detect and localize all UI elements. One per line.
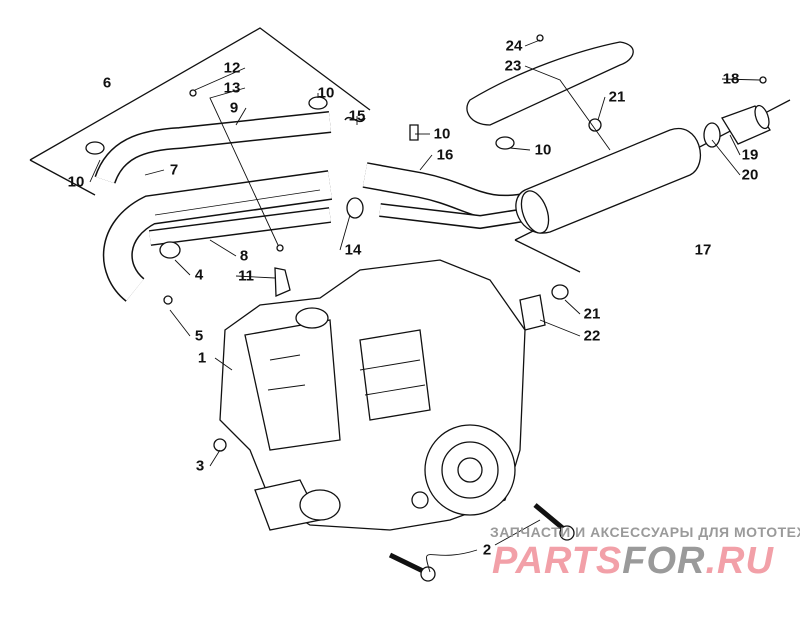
callout-10: 10: [534, 141, 552, 159]
small-hardware: [163, 34, 767, 305]
callout-10: 10: [67, 173, 85, 191]
callout-23: 23: [504, 57, 522, 75]
callout-18: 18: [722, 70, 740, 88]
group-bracket-6: [29, 27, 371, 196]
watermark-brand-parts: PARTS: [492, 540, 623, 582]
callout-14: 14: [344, 241, 362, 259]
callout-20: 20: [741, 166, 759, 184]
callout-12: 12: [223, 59, 241, 77]
callout-13: 13: [223, 79, 241, 97]
callout-3: 3: [195, 457, 205, 475]
callout-24: 24: [505, 37, 523, 55]
callout-21: 21: [608, 88, 626, 106]
callout-6: 6: [102, 74, 112, 92]
watermark-logo: PARTSFOR.RU: [492, 540, 774, 583]
leader-lines: [89, 39, 761, 573]
callout-9: 9: [229, 99, 239, 117]
engine: [213, 259, 526, 531]
callout-22: 22: [583, 327, 601, 345]
callout-21: 21: [583, 305, 601, 323]
callout-10: 10: [433, 125, 451, 143]
callout-4: 4: [194, 266, 204, 284]
front-header-pipe: [102, 170, 333, 302]
muffler: [515, 127, 702, 234]
callout-1: 1: [197, 349, 207, 367]
callout-11: 11: [238, 267, 254, 285]
clamps: [85, 96, 602, 331]
watermark-tagline: ЗАПЧАСТИ И АКСЕССУАРЫ ДЛЯ МОТОТЕХНИКИ: [490, 524, 800, 540]
mid-pipe: [362, 162, 533, 230]
muffler-heat-shield: [466, 41, 634, 126]
callout-8: 8: [239, 247, 249, 265]
watermark-brand-ru: .RU: [705, 540, 774, 582]
callout-2: 2: [482, 541, 492, 559]
spark-arrestor: [703, 104, 771, 148]
callout-7: 7: [169, 161, 179, 179]
bolts: [388, 503, 575, 582]
callout-15: 15: [348, 107, 366, 125]
callout-19: 19: [741, 146, 759, 164]
callout-17: 17: [694, 241, 712, 259]
callout-5: 5: [194, 327, 204, 345]
heat-shield: [94, 111, 332, 185]
callout-16: 16: [436, 146, 454, 164]
callout-10: 10: [317, 84, 335, 102]
watermark-brand-for: FOR: [622, 540, 706, 582]
